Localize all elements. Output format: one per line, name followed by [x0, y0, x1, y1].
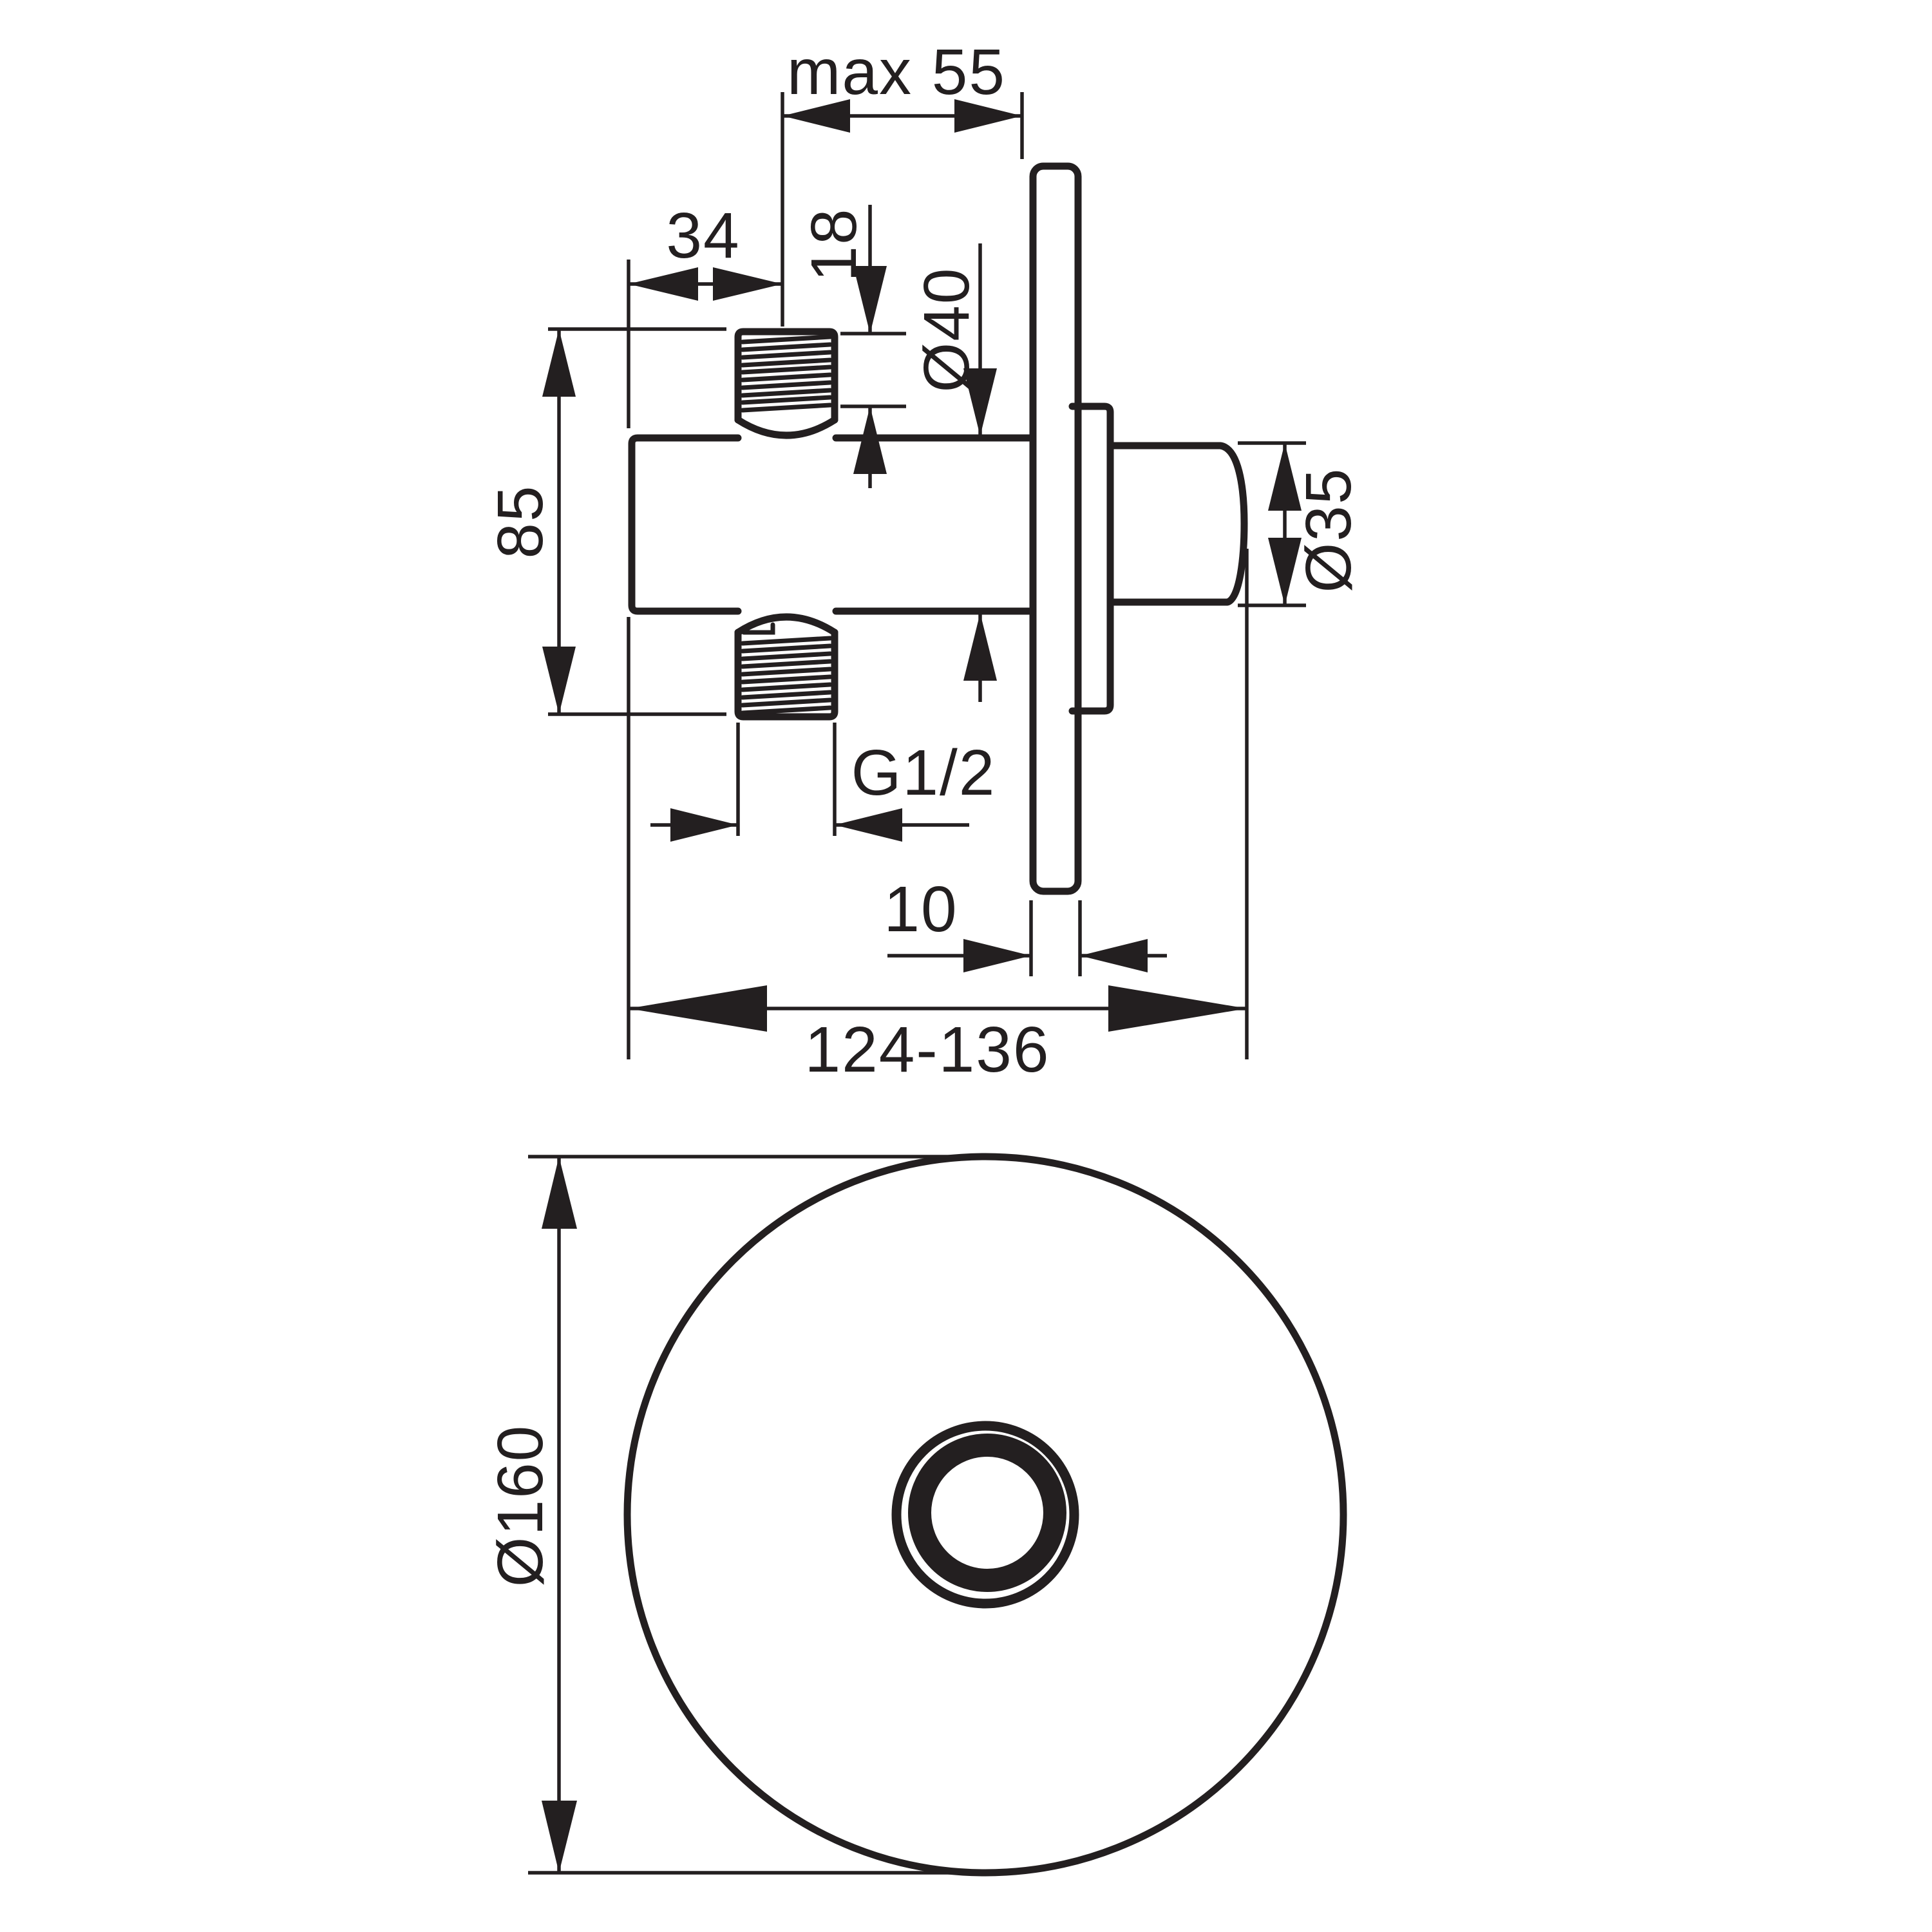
valve-body	[628, 434, 1033, 615]
dimension-label-thread-g12: G1/2	[851, 737, 996, 809]
wall-plate-edge	[1029, 162, 1082, 895]
side-view: max 55 34 18 Ø40	[484, 36, 1365, 1086]
dimension-label-dia-160: Ø160	[484, 1425, 556, 1587]
upper-thread-connector	[734, 328, 838, 439]
dimension-85: 85	[484, 327, 726, 716]
dimension-18: 18	[798, 205, 906, 488]
dimension-dia-40: Ø40	[911, 243, 997, 702]
dimension-dia-35: Ø35	[1238, 441, 1365, 607]
dimension-max-55: max 55	[781, 36, 1024, 327]
dimension-34: 34	[627, 200, 782, 428]
knob-outer-ring	[891, 1421, 1079, 1609]
dimension-label-85: 85	[484, 484, 556, 558]
dimension-10: 10	[884, 873, 1167, 976]
dimension-label-34: 34	[666, 200, 740, 272]
dimension-label-10: 10	[884, 873, 958, 945]
dimension-124-136: 124-136	[627, 549, 1249, 1086]
lower-thread-connector	[734, 613, 838, 721]
dimension-thread-g12: G1/2	[650, 723, 996, 842]
lower-thread-ridges	[740, 636, 833, 715]
dimension-dia-160: Ø160	[484, 1155, 976, 1875]
dimension-label-124-136: 124-136	[805, 1014, 1050, 1086]
rosette-outer-circle	[623, 1153, 1347, 1877]
mounting-collar	[1068, 402, 1114, 715]
dimension-label-max-55: max 55	[787, 36, 1006, 108]
thread-runout-notch	[741, 622, 775, 635]
dimension-label-18: 18	[798, 207, 870, 281]
dimension-label-dia-35: Ø35	[1293, 467, 1365, 592]
knob-inner-ring	[908, 1434, 1066, 1592]
upper-thread-ridges	[740, 334, 833, 413]
dimension-label-dia-40: Ø40	[911, 267, 983, 392]
stem-and-knob	[1106, 442, 1248, 606]
front-view: Ø160	[484, 1153, 1347, 1877]
